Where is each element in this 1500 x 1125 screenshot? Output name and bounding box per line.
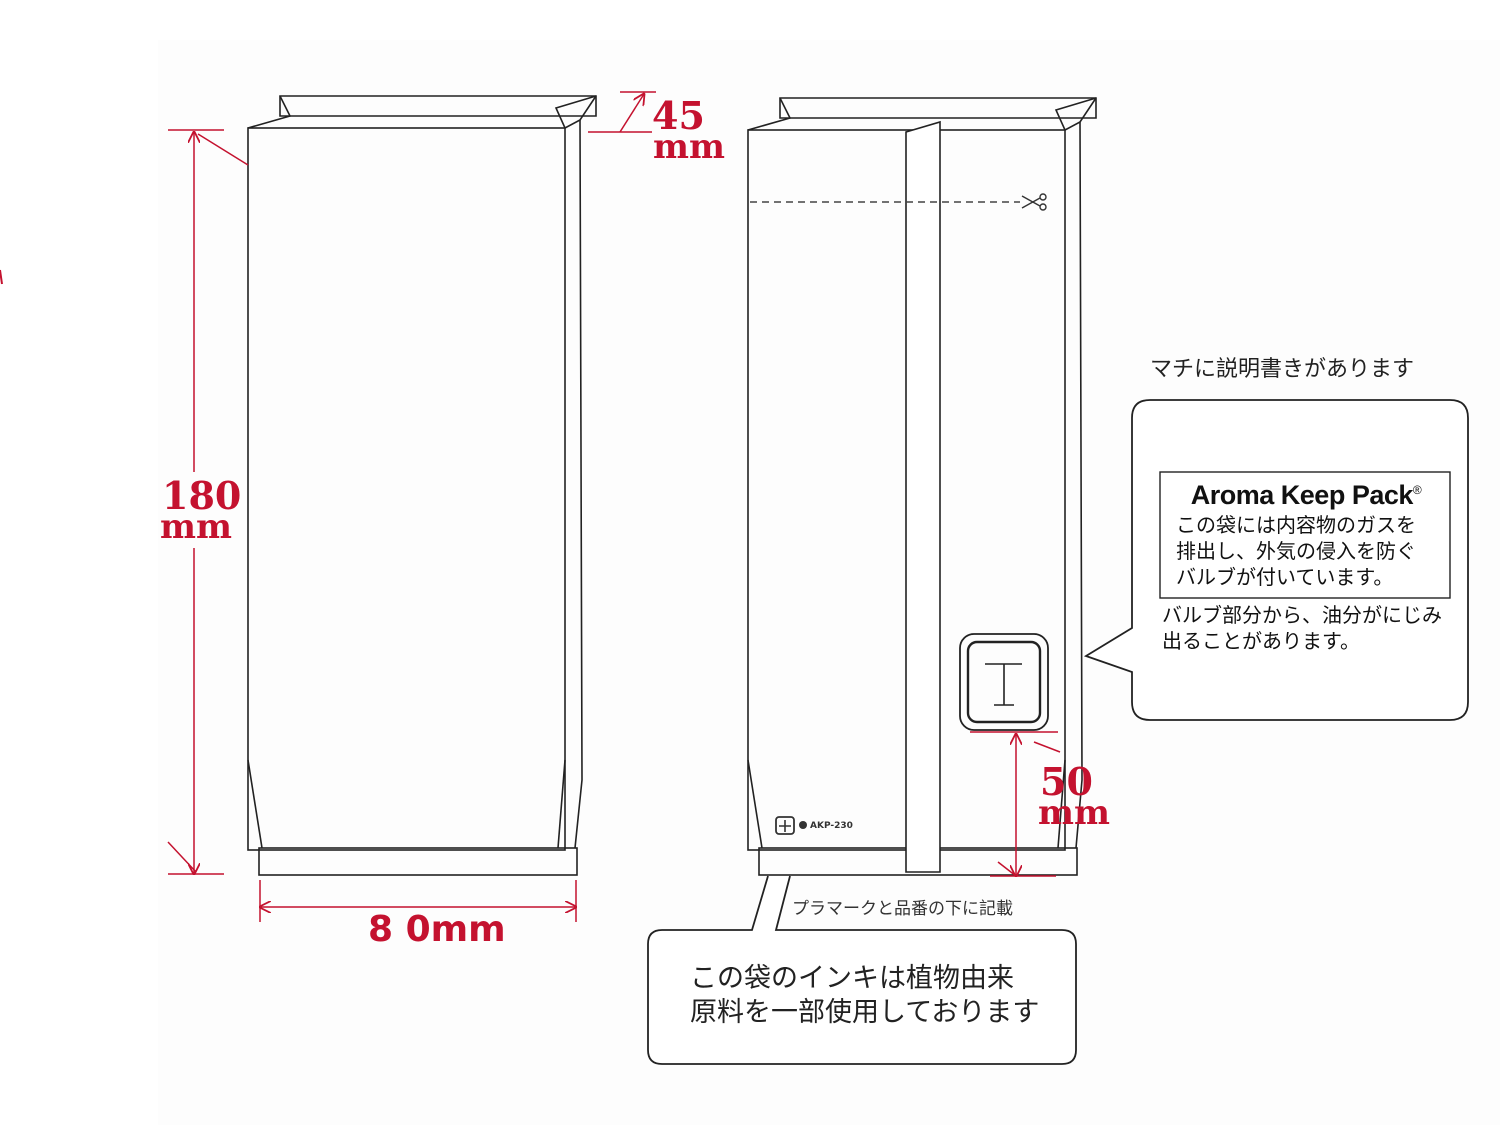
gusset-dimension-unit: mm — [653, 127, 725, 167]
registered-mark: ® — [1412, 483, 1422, 497]
dimension-lines-left — [167, 91, 656, 922]
scissors-icon — [1021, 193, 1047, 211]
valve-oil-note: バルブ部分から、油分がにじみ 出ることがあります。 — [1162, 602, 1442, 654]
plant-ink-mark-icon — [799, 821, 807, 829]
aroma-keep-pack-label-box — [1159, 471, 1451, 599]
ink-callout-bubble — [647, 875, 1077, 1065]
degassing-valve-icon — [959, 633, 1049, 731]
valve-note-line: 出ることがあります。 — [1162, 629, 1360, 653]
aroma-keep-pack-title: Aroma Keep Pack® — [1162, 480, 1450, 511]
aroma-keep-pack-line: この袋には内容物のガスを — [1176, 513, 1416, 537]
bag-back-outline — [747, 97, 1097, 876]
valve-position-unit: mm — [1038, 793, 1110, 833]
gusset-note: マチに説明書きがあります — [1150, 357, 1415, 382]
valve-dimension-lines — [970, 731, 1061, 876]
aroma-keep-pack-description: この袋には内容物のガスを 排出し、外気の侵入を防ぐ バルブが付いています。 — [1176, 512, 1416, 590]
valve-position-value: 50 — [1040, 759, 1093, 804]
height-dimension-value: 180 — [162, 473, 242, 518]
edge-mark — [0, 269, 3, 285]
back-seal-strip — [905, 120, 941, 873]
aroma-keep-pack-line: バルブが付いています。 — [1176, 565, 1394, 589]
bag-front-panel — [247, 127, 566, 851]
pla-mark-note: プラマークと品番の下に記載 — [792, 899, 1013, 919]
bag-back-gusset-edge — [1075, 121, 1083, 849]
bag-front-outline — [247, 95, 597, 876]
ink-note-line: 原料を一部使用しております — [690, 997, 1040, 1028]
bag-bottom-seal — [258, 847, 578, 876]
aroma-keep-pack-line: 排出し、外気の侵入を防ぐ — [1176, 539, 1416, 563]
valve-note-line: バルブ部分から、油分がにじみ — [1162, 603, 1442, 627]
ink-note-line: この袋のインキは植物由来 — [690, 963, 1014, 994]
bag-gusset-edge — [574, 119, 583, 849]
bag-back-top-flap — [779, 97, 1097, 119]
height-dimension-unit: mm — [160, 507, 232, 547]
aroma-keep-pack-name: Aroma Keep Pack — [1190, 480, 1414, 510]
plant-ink-note: この袋のインキは植物由来 原料を一部使用しております — [690, 962, 1039, 1030]
pla-recycle-mark-icon — [775, 816, 795, 835]
bag-top-flap — [279, 95, 597, 117]
width-dimension-label: 8 0mm — [368, 909, 506, 950]
gusset-dimension-value: 45 — [652, 93, 705, 138]
product-code: AKP-230 — [810, 821, 853, 831]
gusset-callout-bubble — [1083, 399, 1469, 721]
